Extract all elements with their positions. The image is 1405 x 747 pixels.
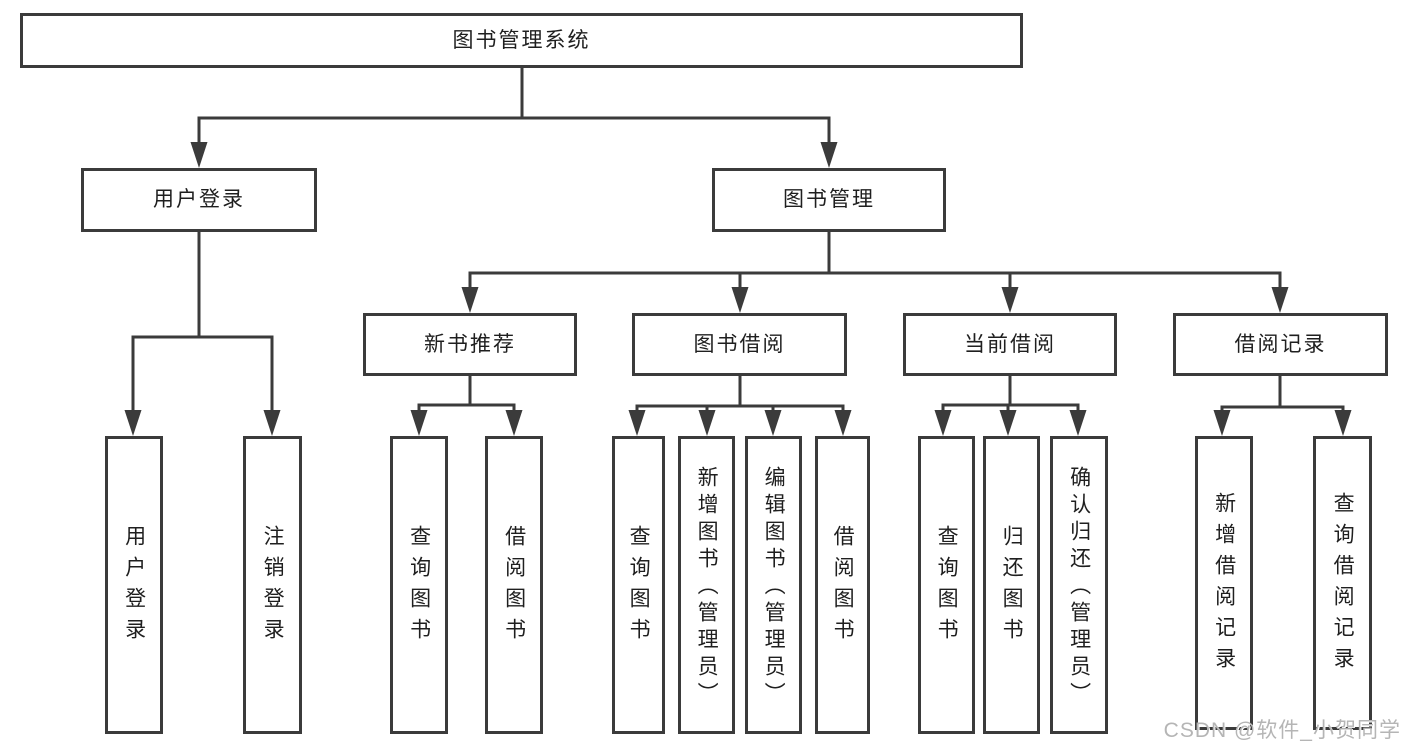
leaf-borrow-book-1: 借阅图书 <box>485 436 543 734</box>
node-user-login-module: 用户登录 <box>81 168 317 232</box>
leaf-add-borrow-record: 新增借阅记录 <box>1195 436 1253 730</box>
leaf-query-book-2: 查询图书 <box>612 436 665 734</box>
csdn-watermark: CSDN @软件_小贺同学 <box>1163 719 1401 742</box>
node-book-borrow: 图书借阅 <box>632 313 847 376</box>
leaf-edit-book-admin: 编辑图书（管理员） <box>745 436 802 734</box>
node-new-book-recommend: 新书推荐 <box>363 313 577 376</box>
leaf-user-login: 用户登录 <box>105 436 163 734</box>
leaf-logout: 注销登录 <box>243 436 302 734</box>
leaf-query-book-1: 查询图书 <box>390 436 448 734</box>
node-book-management-module: 图书管理 <box>712 168 946 232</box>
leaf-confirm-return-admin: 确认归还（管理员） <box>1050 436 1108 734</box>
node-root-system: 图书管理系统 <box>20 13 1023 68</box>
node-borrow-record: 借阅记录 <box>1173 313 1388 376</box>
node-current-borrow: 当前借阅 <box>903 313 1117 376</box>
leaf-add-book-admin: 新增图书（管理员） <box>678 436 735 734</box>
leaf-borrow-book-2: 借阅图书 <box>815 436 870 734</box>
leaf-query-book-3: 查询图书 <box>918 436 975 734</box>
leaf-return-book: 归还图书 <box>983 436 1040 734</box>
arrowhead-icons <box>124 142 1352 436</box>
leaf-query-borrow-record: 查询借阅记录 <box>1313 436 1372 730</box>
